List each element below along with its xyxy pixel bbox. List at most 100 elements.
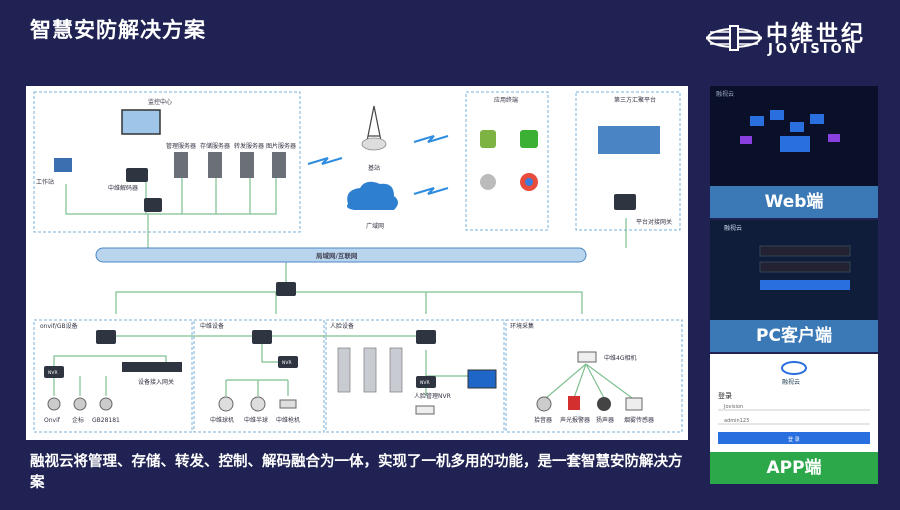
face-cam-icon	[415, 405, 435, 415]
web-panel: 融视云 Web端	[710, 86, 878, 218]
server-label-2: 存储服务器	[200, 142, 230, 150]
pc-panel: 融视云 PC客户端	[710, 220, 878, 352]
face-nvr-icon	[416, 376, 436, 388]
server-label-3: 转发服务器	[234, 142, 264, 150]
pc-caption: PC客户端	[710, 320, 878, 352]
core-switch-icon	[276, 282, 296, 296]
apple-icon	[480, 174, 496, 190]
app-caption: APP端	[710, 452, 878, 484]
app-brand: 融视云	[782, 378, 800, 386]
qibiao-cam-label: 企标	[72, 416, 84, 424]
summary-text: 融视云将管理、存储、转发、控制、解码融合为一体，实现了一机多用的功能，	[30, 454, 538, 470]
web-illustration-icon: 融视云	[710, 86, 878, 186]
workstation-label: 工作站	[36, 178, 54, 186]
platform-gateway-label: 平台对接网关	[636, 218, 672, 226]
workstation-icon	[54, 158, 72, 172]
alarm-icon	[568, 396, 580, 410]
device-gateway-icon	[122, 362, 182, 372]
architecture-diagram: 局域网/互联网 监控中心 中维解码器 管理服务器 存储服务器 转发服务器 图片服…	[26, 86, 688, 440]
bullet-cam-label: 中维枪机	[276, 416, 300, 424]
app-terminal-box	[465, 91, 549, 231]
android-icon	[480, 130, 496, 148]
app-field-2: admin123	[724, 418, 749, 424]
env-group-box	[505, 319, 683, 433]
summary-highlight: 是一套智慧安防解决方案	[30, 454, 683, 491]
lan-bar	[95, 247, 587, 263]
cloud-icon	[346, 181, 398, 210]
wireless-icon-1	[307, 157, 343, 165]
jovi-nvr-text: NVR	[282, 360, 292, 366]
onvif-cam-icon	[47, 397, 61, 411]
platform-gateway-icon	[614, 194, 636, 210]
speaker-label: 扬声器	[596, 416, 614, 424]
bullet-cam-icon	[279, 399, 297, 409]
app-login-header: 登录	[718, 391, 732, 400]
server-label-4: 图片服务器	[266, 142, 296, 150]
monitor-center-label: 监控中心	[148, 98, 172, 106]
wireless-icon-2	[413, 135, 449, 143]
group-label-onvif: onvif/GB设备	[40, 322, 78, 330]
slide-title: 智慧安防解决方案	[30, 18, 206, 42]
qibiao-cam-icon	[73, 397, 87, 411]
monitor-center-box	[33, 91, 301, 233]
decoder-icon	[126, 168, 148, 182]
app-login-button: 登 录	[788, 436, 800, 443]
app-field-1: Jovision	[723, 404, 743, 410]
gb-cam-icon	[99, 397, 113, 411]
face-nvr-text: NVR	[420, 380, 430, 386]
face-switch-icon	[416, 330, 436, 344]
decoder-label: 中维解码器	[108, 184, 138, 192]
logo-cn-text: 中维世纪	[766, 22, 867, 47]
half-dome-cam-icon	[250, 396, 266, 412]
face-nvr-label: 人脸管理NVR	[414, 392, 451, 400]
onvif-nvr-icon	[44, 366, 64, 378]
server-icons	[174, 152, 286, 178]
group-label-face: 人脸设备	[330, 322, 354, 330]
device-gateway-label: 设备接入网关	[138, 378, 174, 386]
jovision-logo: 中维世纪 JOVISION	[706, 16, 886, 60]
base-station-label: 基站	[368, 164, 380, 172]
onvif-switch-icon	[96, 330, 116, 344]
onvif-nvr-text: NVR	[48, 370, 58, 376]
logo-en-text: JOVISION	[768, 42, 859, 57]
gb-cam-label: GB28181	[92, 417, 120, 424]
app-terminal-label: 应用终端	[494, 96, 518, 104]
app-panel: 融视云 登录 Jovision admin123 登 录 APP端	[710, 354, 878, 484]
command-center-icon	[598, 126, 660, 154]
web-brand: 融视云	[716, 90, 734, 98]
jovi-group-box	[193, 319, 325, 433]
dome-cam-label: 中维球机	[210, 416, 234, 424]
group-label-jovi: 中维设备	[200, 322, 224, 330]
jovi-switch-icon	[252, 330, 272, 344]
dome-cam-icon	[218, 396, 234, 412]
logo-mark-icon	[706, 25, 762, 51]
speaker-icon	[597, 397, 611, 411]
lan-label: 局域网/互联网	[316, 251, 358, 260]
pickup-label: 拾音器	[534, 416, 552, 424]
server-label-1: 管理服务器	[166, 142, 196, 150]
turnstile-icon	[337, 347, 403, 393]
app-illustration-icon: 融视云 登录 Jovision admin123 登 录	[710, 354, 878, 452]
smoke-sensor-icon	[625, 397, 643, 411]
onvif-cam-label: Onvif	[44, 417, 61, 424]
wireless-icon-3	[413, 187, 449, 195]
bottom-summary: 融视云将管理、存储、转发、控制、解码融合为一体，实现了一机多用的功能，是一套智慧…	[30, 452, 690, 494]
pc-brand: 融视云	[724, 224, 742, 232]
wan-label: 广域网	[366, 222, 384, 230]
switch-icon	[144, 198, 162, 212]
group-label-env: 环境采集	[510, 322, 534, 330]
third-party-box	[575, 91, 681, 231]
web-caption: Web端	[710, 186, 878, 218]
4g-cam-icon	[577, 351, 597, 363]
video-wall-icon	[121, 109, 161, 135]
pc-illustration-icon: 融视云	[710, 220, 878, 320]
jovi-nvr-icon	[278, 356, 298, 368]
alarm-label: 声光报警器	[560, 416, 590, 424]
smoke-sensor-label: 烟雾传感器	[624, 416, 654, 424]
wechat-icon	[520, 130, 538, 148]
third-party-label: 第三方汇聚平台	[614, 96, 656, 104]
4g-cam-label: 中维4G相机	[604, 354, 636, 362]
pickup-icon	[536, 396, 552, 412]
half-dome-cam-label: 中维半球	[244, 416, 268, 424]
face-monitor-icon	[467, 369, 497, 389]
